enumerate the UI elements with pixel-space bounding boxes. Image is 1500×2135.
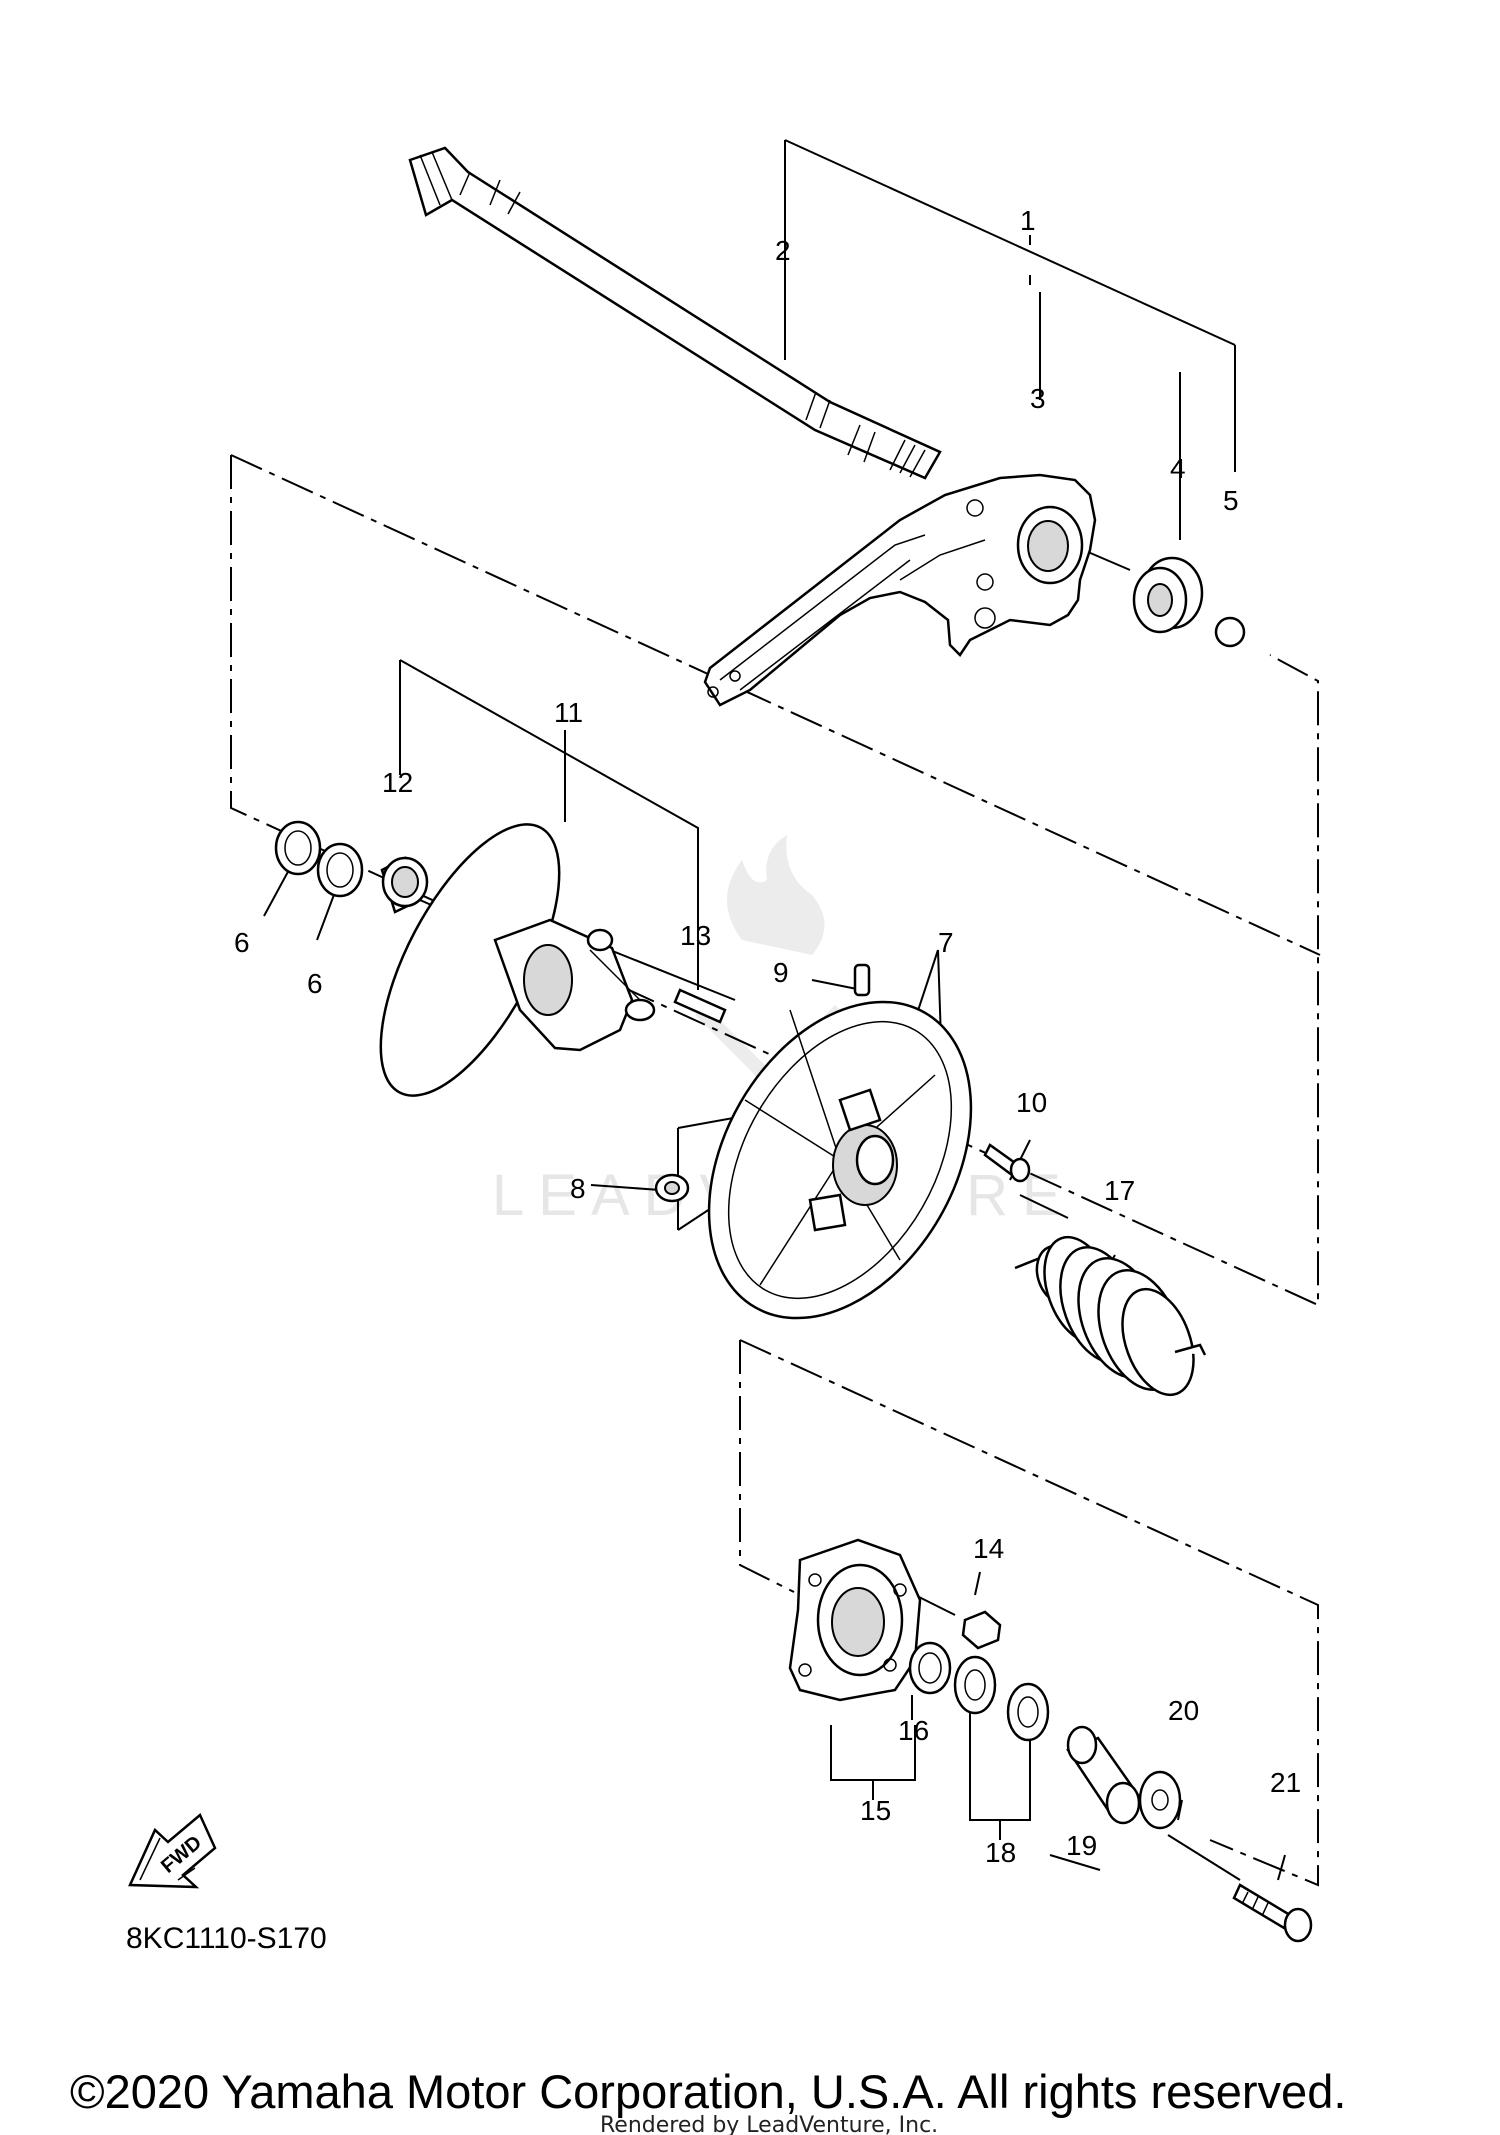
spring [1014,1235,1207,1397]
movable-sheave [707,1000,973,1320]
assembly-boundary-lines [230,454,1321,1887]
callout-14: 14 [973,1533,1004,1564]
stud [673,988,727,1024]
washer-20 [1138,1770,1182,1830]
bushing [380,856,429,914]
callout-18: 18 [985,1837,1016,1868]
bearing [1132,556,1204,634]
callout-3: 3 [1030,383,1046,414]
washer-6a [274,820,322,876]
washer-18a [953,1655,997,1715]
washer-18b [1006,1682,1050,1742]
callout-13: 13 [680,920,711,951]
bolt [1232,1883,1313,1943]
cover-bushing [908,1641,952,1695]
cam-cover [788,1538,922,1702]
callout-4: 4 [1170,453,1186,484]
callout-6a: 6 [234,927,250,958]
collar [1066,1725,1141,1825]
fwd-arrow-icon: FWD [128,1812,217,1889]
callout-9: 9 [773,957,789,988]
callout-8: 8 [570,1173,586,1204]
callout-16: 16 [898,1715,929,1746]
nut [961,1610,1002,1650]
callout-15: 15 [860,1795,891,1826]
copyright-text: ©2020 Yamaha Motor Corporation, U.S.A. A… [70,2065,1346,2118]
callout-5: 5 [1223,485,1239,516]
parts [274,146,1313,1943]
rendered-by-text: Rendered by LeadVenture, Inc. [600,2113,938,2135]
callout-12: 12 [382,767,413,798]
screw [983,1143,1031,1183]
callout-1: 1 [1020,205,1036,236]
callout-20: 20 [1168,1695,1199,1726]
washer-6b [316,842,364,898]
circlip [1214,616,1246,648]
callout-10: 10 [1016,1087,1047,1118]
callout-labels: 1 2 3 4 5 6 6 7 8 9 10 11 12 13 14 15 16… [234,205,1301,1868]
callout-17: 17 [1104,1175,1135,1206]
callout-19: 19 [1066,1830,1097,1861]
callout-11: 11 [554,697,583,728]
fixed-sheave [379,823,656,1097]
diagram-code: 8KC1110-S170 [126,1922,327,1955]
arm [703,473,1097,707]
callout-7: 7 [938,927,954,958]
pin [853,963,871,997]
callout-2: 2 [775,235,791,266]
callout-6b: 6 [307,968,323,999]
callout-21: 21 [1270,1767,1301,1798]
roller [654,1173,690,1203]
shaft [408,146,942,480]
